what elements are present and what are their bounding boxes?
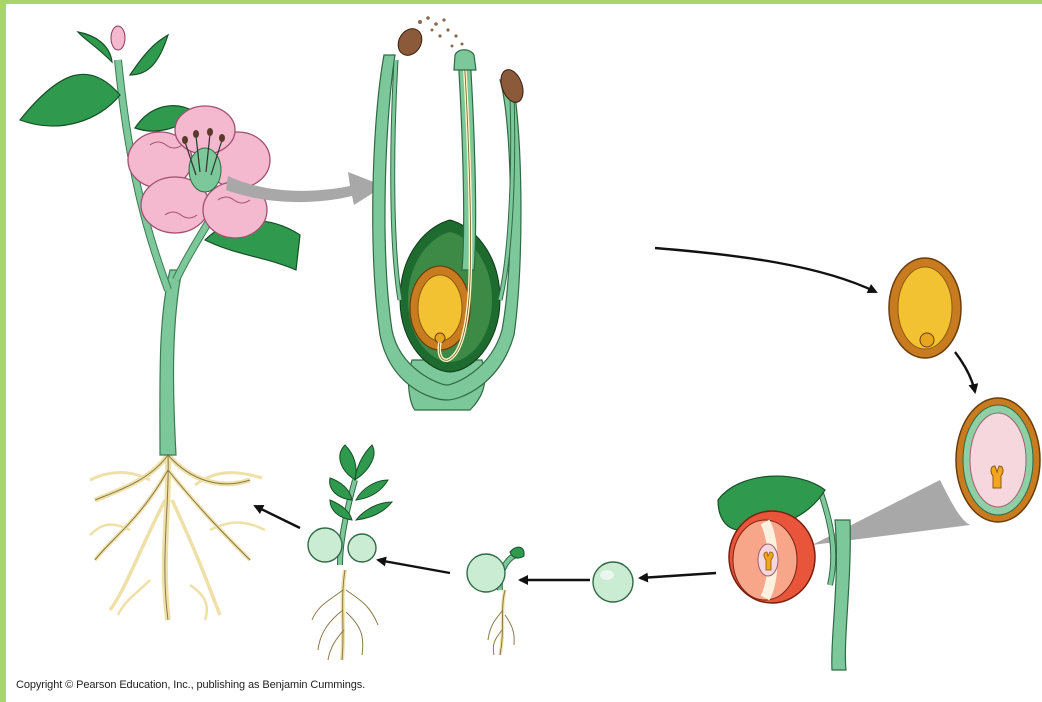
fruit — [718, 476, 850, 670]
plant-stem — [160, 270, 182, 455]
leaf — [20, 74, 120, 126]
ovule — [889, 258, 961, 358]
arrow-germinating-to-seedling — [378, 560, 450, 573]
seed-released — [593, 562, 633, 602]
arrow-ovule-to-seed — [955, 352, 975, 392]
copyright-text: Copyright © Pearson Education, Inc., pub… — [16, 679, 365, 691]
arrow-section-to-ovule — [655, 248, 876, 292]
anther-right — [497, 67, 527, 106]
leaf — [130, 35, 168, 75]
arrow-fruit-to-seed-released — [640, 573, 716, 578]
plant-roots — [90, 455, 265, 620]
arrow-seedling-to-plant — [255, 506, 300, 528]
pollen-grains — [418, 16, 467, 53]
anther-left — [393, 24, 426, 59]
seedling — [308, 445, 392, 660]
flowering-plant — [20, 26, 300, 620]
seed — [956, 398, 1040, 522]
flower-longitudinal-section — [373, 16, 527, 410]
flower-bud — [111, 26, 125, 50]
leaf — [78, 32, 112, 62]
germinating-seed — [467, 547, 524, 655]
stigma — [454, 50, 476, 70]
